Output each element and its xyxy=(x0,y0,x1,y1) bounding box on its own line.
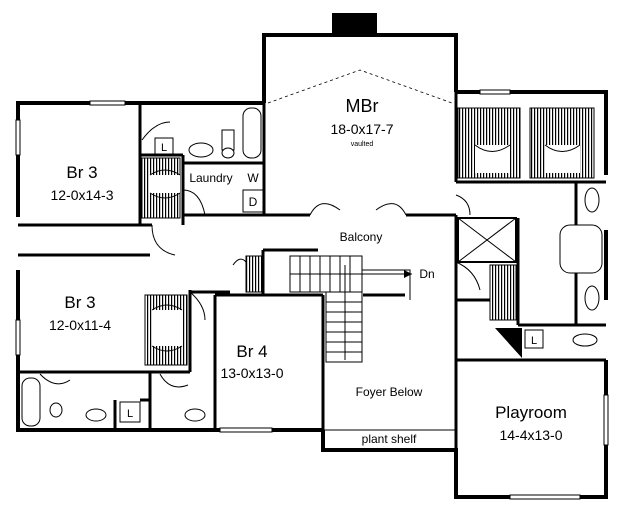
mbr-name: MBr xyxy=(346,96,379,116)
br4-name: Br 4 xyxy=(236,342,267,361)
windows xyxy=(15,89,609,500)
linen-label-upper: L xyxy=(161,142,167,154)
closet-door-arcs xyxy=(149,144,581,352)
stair xyxy=(289,255,412,363)
upper-bath-fixtures xyxy=(188,107,262,159)
shaft-diag-2 xyxy=(457,217,517,263)
mbr-note: vaulted xyxy=(351,141,374,148)
chase xyxy=(495,328,522,358)
vault-lines xyxy=(267,69,453,104)
br3-upper-name: Br 3 xyxy=(66,163,97,182)
mbr-size: 18-0x17-7 xyxy=(330,121,393,137)
br3-lower-size: 12-0x11-4 xyxy=(49,317,111,333)
upper-bath-door xyxy=(141,121,171,141)
down-arrow xyxy=(404,270,412,278)
br3-upper-size: 12-0x14-3 xyxy=(50,187,113,203)
br3-lower-name: Br 3 xyxy=(64,293,95,312)
closet-door-gaps xyxy=(150,145,580,346)
br4-size: 13-0x13-0 xyxy=(220,365,283,381)
dryer-box xyxy=(242,189,264,213)
lower-bath-doors xyxy=(39,373,189,388)
plant-shelf-label: plant shelf xyxy=(362,432,417,446)
linen-closet-upper xyxy=(154,137,174,155)
master-bath-fixtures xyxy=(559,187,603,347)
linen-label-lower: L xyxy=(127,408,133,420)
chimney xyxy=(332,13,377,36)
lower-bath-fixtures xyxy=(21,377,206,427)
down-label: Dn xyxy=(419,267,434,281)
laundry-label: Laundry xyxy=(189,171,232,185)
playroom-size: 14-4x13-0 xyxy=(499,427,562,443)
balcony-label: Balcony xyxy=(340,230,383,244)
washer-label: W xyxy=(247,171,259,185)
dryer-label: D xyxy=(249,195,258,209)
playroom-name: Playroom xyxy=(495,403,567,422)
doors xyxy=(151,189,481,321)
linen-closet-right xyxy=(524,329,544,349)
linen-label-right: L xyxy=(531,335,537,347)
foyer-below-label: Foyer Below xyxy=(356,385,423,399)
